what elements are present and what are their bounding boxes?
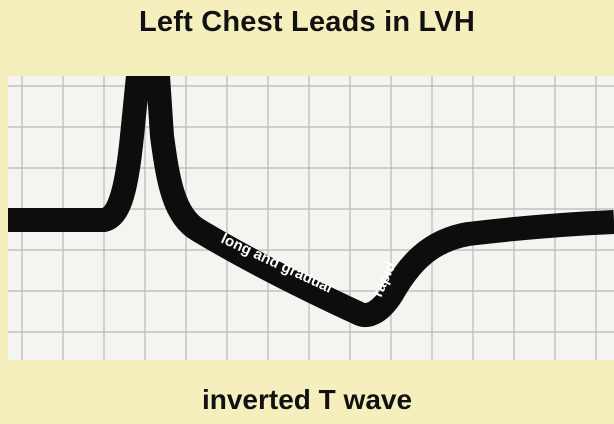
ecg-strip: long and gradual rapid	[8, 76, 614, 360]
slide-title: Left Chest Leads in LVH	[139, 6, 475, 38]
ecg-trace	[8, 76, 614, 327]
caption: inverted T wave	[201, 384, 413, 415]
